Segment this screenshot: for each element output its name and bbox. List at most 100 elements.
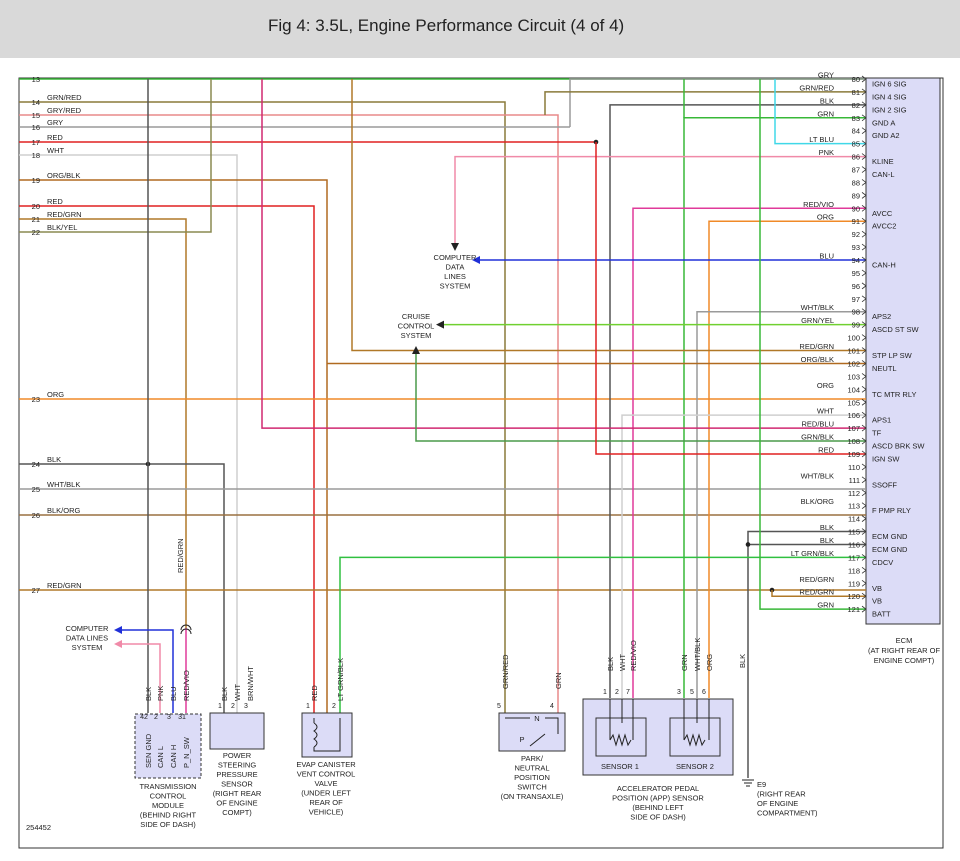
app-label-line: (BEHIND LEFT [632, 803, 684, 812]
ps-label-line: (RIGHT REAR [213, 789, 262, 798]
tcm-label-line: MODULE [152, 801, 184, 810]
left-pin-wire-color: ORG/BLK [47, 171, 80, 180]
ground-wire-label: BLK [738, 654, 747, 668]
ecm-label-line: (AT RIGHT REAR OF [868, 646, 941, 655]
ground-label-line: OF ENGINE [757, 799, 798, 808]
figure-header: Fig 4: 3.5L, Engine Performance Circuit … [0, 0, 960, 58]
ecm-pin-chevron [861, 217, 867, 225]
wire-ecm106 [621, 414, 866, 698]
ecm-pin-number: 95 [852, 269, 860, 278]
ecm-pin-number: 105 [847, 398, 860, 407]
left-pin-number: 20 [32, 202, 40, 211]
ecm-pin-signal: ASCD BRK SW [872, 442, 925, 451]
evap-box [301, 712, 353, 758]
pnp-pin: 5 [497, 703, 501, 710]
ecm-pin-number: 106 [847, 411, 860, 420]
ecm-pin-wire-color: BLK [820, 96, 834, 105]
ecm-pin-chevron [861, 295, 867, 303]
tcm-signal: P_N_SW [182, 736, 191, 768]
ecm-pin-number: 107 [847, 424, 860, 433]
wire-ecm83 [683, 117, 866, 698]
pnp-label-line: POSITION [514, 773, 550, 782]
wire-blk24 [19, 463, 225, 713]
tcm-label-line: SIDE OF DASH) [140, 820, 196, 829]
left-pin-number: 17 [32, 138, 40, 147]
ecm-pin-chevron [861, 515, 867, 522]
wire-ecm120 [771, 590, 866, 597]
ps-label-line: OF ENGINE [216, 799, 257, 808]
wire-ecm81 [544, 91, 866, 115]
ecm-pin-wire-color: GRY [818, 71, 834, 80]
ecm-pin-wire-color: ORG [817, 213, 834, 222]
ps-pin: 1 [218, 703, 222, 710]
left-pin-wire-color: ORG [47, 390, 64, 399]
ground-label-line: COMPARTMENT) [757, 809, 818, 818]
pnp-label-line: SWITCH [517, 783, 547, 792]
ps-label-line: SENSOR [221, 780, 253, 789]
evap-wire-label: RED [310, 685, 319, 701]
wire-ecm117 [339, 556, 866, 713]
left-pin-wire-color: RED [47, 133, 63, 142]
ground-label-line: (RIGHT REAR [757, 790, 806, 799]
left-pin-number: 13 [32, 75, 40, 84]
left-pin-wire-color: GRY/RED [47, 106, 82, 115]
ecm-pin-chevron [861, 489, 867, 497]
ecm-pin-signal: GND A [872, 118, 895, 127]
cdl-left-line: DATA LINES [66, 634, 108, 643]
ecm-pin-number: 85 [852, 140, 860, 149]
evap-label-line: VALVE [314, 779, 337, 788]
ecm-pin-chevron [861, 179, 867, 186]
connector-break [180, 628, 192, 635]
ecm-pin-wire-color: WHT/BLK [801, 471, 834, 480]
evap-coil-leads [313, 718, 341, 752]
wire-ecm109 [595, 142, 866, 455]
ecm-pin-number: 94 [852, 256, 860, 265]
app-sensor2-box [669, 717, 721, 757]
ecm-pin-chevron [861, 75, 867, 83]
ecm-pin-number: 88 [852, 178, 860, 187]
ecm-pin-wire-color: BLK [820, 523, 834, 532]
app-sensor1-leads [609, 699, 634, 740]
tcm-wire-label: BLU [169, 686, 178, 701]
left-pin-wire-color: BLK/ORG [47, 506, 81, 515]
ecm-pin-signal: KLINE [872, 157, 894, 166]
evap-coil [313, 722, 318, 748]
ecm-pin-wire-color: RED/GRN [799, 588, 834, 597]
tcm-vertical-label: RED/GRN [176, 538, 185, 573]
ecm-pin-signal: TC MTR RLY [872, 390, 916, 399]
ps-wire-label: BRN/WHT [246, 666, 255, 701]
ecm-pin-wire-color: GRN [817, 601, 834, 610]
ecm-pin-chevron [861, 360, 867, 367]
arrow-head [451, 243, 459, 251]
tcm-box [134, 713, 202, 779]
tcm-pin: 3 [167, 714, 171, 721]
ecm-pin-wire-color: LT BLU [809, 135, 834, 144]
tcm-pin: 42 [140, 714, 148, 721]
tcm-signal: CAN H [169, 745, 178, 768]
evap-wire-label: LT GRN/BLK [336, 658, 345, 701]
left-pin-number: 25 [32, 485, 40, 494]
ecm-pin-wire-color: LT GRN/BLK [791, 549, 834, 558]
app-sensor2-label: SENSOR 2 [676, 762, 714, 771]
ecm-pin-chevron [861, 592, 867, 600]
arrow-head [114, 626, 122, 634]
wire-ecm86 [454, 155, 866, 243]
splice-dot [745, 542, 751, 547]
wire-ecm90 [632, 207, 866, 698]
left-pin-number: 21 [32, 215, 40, 224]
evap-label-line: EVAP CANISTER [296, 760, 356, 769]
ecm-pin-signal: CAN-H [872, 261, 896, 270]
ecm-pin-number: 91 [852, 217, 860, 226]
ecm-pin-wire-color: GRN/RED [799, 83, 834, 92]
left-pins: 1314GRN/RED15GRY/RED16GRY17RED18WHT19ORG… [32, 75, 83, 595]
ecm-pin-signal: NEUTL [872, 364, 897, 373]
tcm-wire-label: BLK [144, 687, 153, 701]
tcm-label-line: TRANSMISSION [139, 782, 196, 791]
ecm-pin-number: 80 [852, 75, 860, 84]
ecm-pin-signal: ASCD ST SW [872, 325, 919, 334]
pnp-n-label: N [534, 714, 539, 723]
ecm-pin-chevron [861, 243, 867, 251]
ecm-pin-chevron [861, 308, 867, 316]
